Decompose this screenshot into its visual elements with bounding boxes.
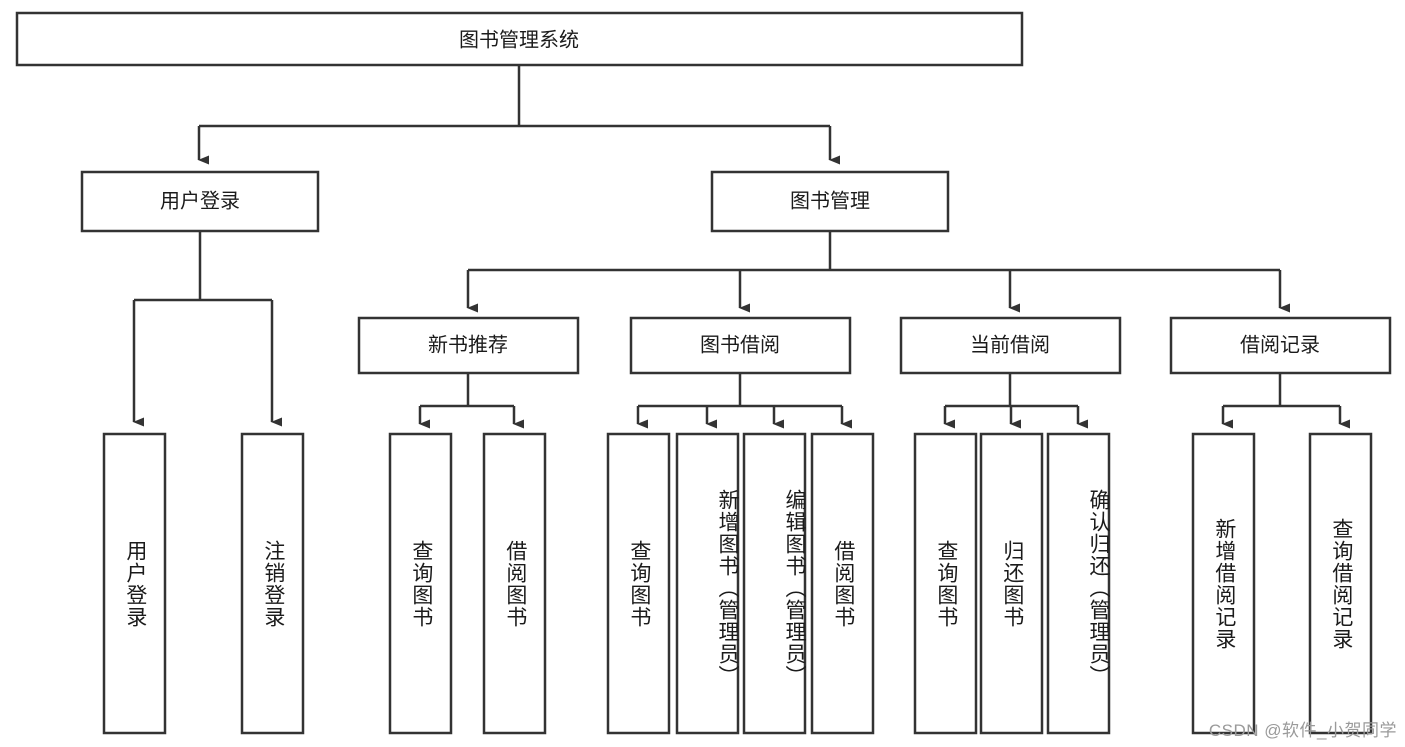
connector-new-book-recommend-to-leaves [418, 373, 524, 429]
node-book-manage[interactable]: 图书管理 [710, 170, 950, 233]
node-root-label: 图书管理系统 [459, 28, 579, 51]
connector-root-to-level1 [197, 65, 840, 165]
node-new-book-recommend-label: 新书推荐 [428, 333, 508, 356]
leaf-rect-query-book-1 [388, 432, 453, 735]
leaf-rect-user-login [102, 432, 167, 735]
leaf-rect-borrow-book-2 [810, 432, 875, 735]
node-book-borrow-label: 图书借阅 [700, 333, 780, 356]
leaf-add-record[interactable]: 新增借阅记录 [1212, 517, 1236, 650]
leaf-query-book-2[interactable]: 查询图书 [627, 539, 651, 628]
leaf-logout-login[interactable]: 注销登录 [261, 539, 285, 628]
leaf-rect-add-book [675, 432, 740, 735]
leaf-rect-edit-book [742, 432, 807, 735]
leaf-query-book-3[interactable]: 查询图书 [934, 539, 958, 628]
leaf-rect-borrow-book-1 [482, 432, 547, 735]
leaf-edit-book[interactable]: 编辑图书（管理员） [783, 488, 806, 687]
leaf-rect-logout-login [240, 432, 305, 735]
connector-user-login-to-leaves [132, 231, 282, 427]
leaf-rect-add-record [1191, 432, 1256, 735]
leaf-confirm-return[interactable]: 确认归还（管理员） [1087, 488, 1110, 687]
node-new-book-recommend[interactable]: 新书推荐 [357, 316, 580, 375]
node-current-borrow-label: 当前借阅 [970, 333, 1050, 356]
node-user-login[interactable]: 用户登录 [80, 170, 320, 233]
leaf-rect-return-book [979, 432, 1044, 735]
leaf-query-record[interactable]: 查询借阅记录 [1329, 517, 1353, 650]
node-user-login-label: 用户登录 [160, 189, 240, 212]
connector-current-borrow-to-leaves [943, 373, 1088, 429]
node-borrow-record-label: 借阅记录 [1240, 333, 1320, 356]
connector-borrow-record-to-leaves [1221, 373, 1350, 429]
node-root[interactable]: 图书管理系统 [15, 11, 1024, 67]
node-book-manage-label: 图书管理 [790, 189, 870, 212]
leaf-rects [102, 432, 1373, 735]
node-current-borrow[interactable]: 当前借阅 [899, 316, 1122, 375]
leaf-query-book-1[interactable]: 查询图书 [409, 539, 433, 628]
leaf-add-book[interactable]: 新增图书（管理员） [716, 488, 739, 687]
leaf-borrow-book-2[interactable]: 借阅图书 [831, 539, 855, 628]
connector-book-manage-to-level2 [466, 231, 1290, 313]
leaf-rect-query-book-3 [913, 432, 978, 735]
node-book-borrow[interactable]: 图书借阅 [629, 316, 852, 375]
leaf-rect-query-book-2 [606, 432, 671, 735]
leaf-rect-query-record [1308, 432, 1373, 735]
leaf-return-book[interactable]: 归还图书 [1000, 539, 1024, 628]
leaf-borrow-book-1[interactable]: 借阅图书 [503, 539, 527, 628]
connector-book-borrow-to-leaves [636, 373, 852, 429]
node-borrow-record[interactable]: 借阅记录 [1169, 316, 1392, 375]
leaf-rect-confirm-return [1046, 432, 1111, 735]
leaf-user-login[interactable]: 用户登录 [123, 539, 147, 628]
